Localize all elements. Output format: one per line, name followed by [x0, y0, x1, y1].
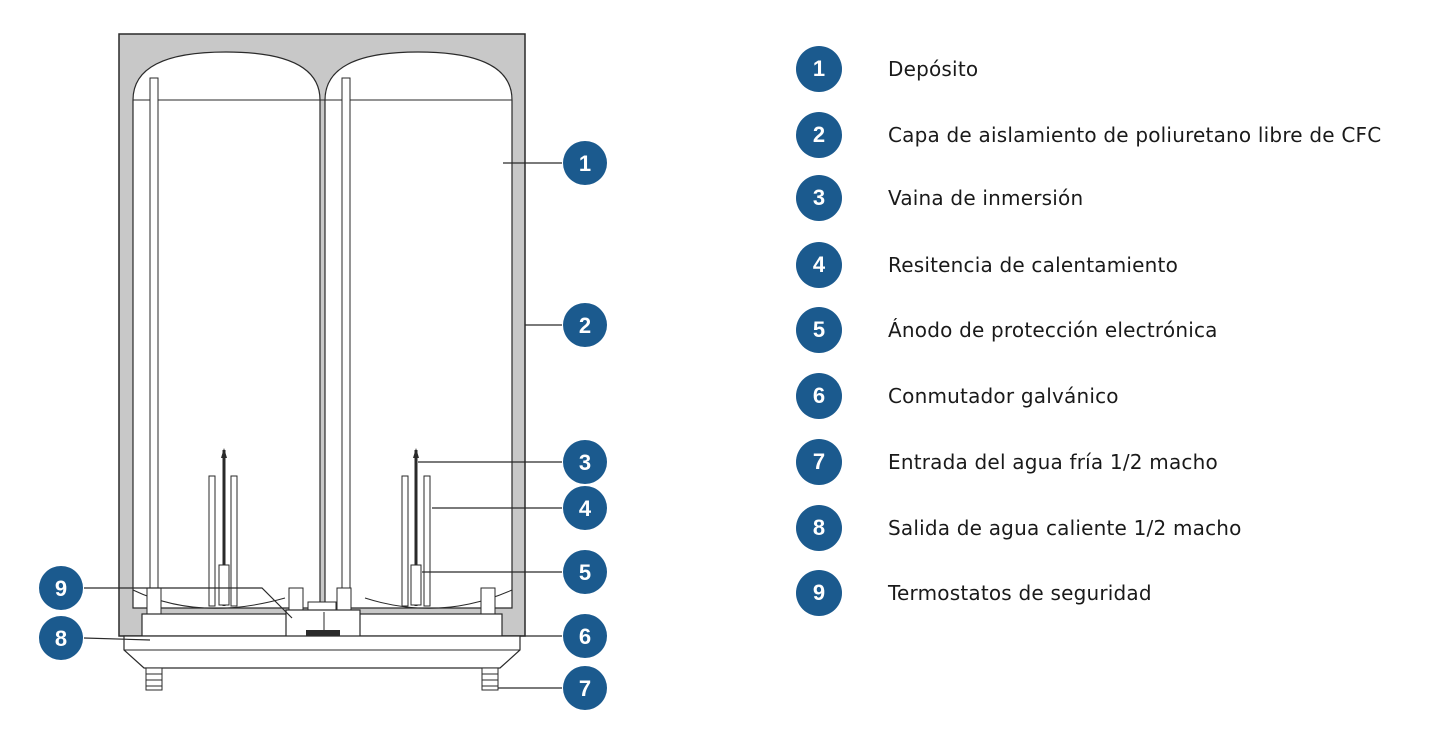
- legend-number: 8: [796, 505, 842, 551]
- svg-text:4: 4: [579, 496, 592, 521]
- legend-number: 4: [796, 242, 842, 288]
- legend-label: Capa de aislamiento de poliuretano libre…: [888, 123, 1382, 147]
- legend-item-5: 5 Ánodo de protección electrónica: [796, 307, 1218, 353]
- legend-number: 3: [796, 175, 842, 221]
- svg-text:6: 6: [579, 624, 591, 649]
- callout-badge-1: 1: [563, 141, 607, 185]
- legend-label: Termostatos de seguridad: [888, 581, 1152, 605]
- legend-item-8: 8 Salida de agua caliente 1/2 macho: [796, 505, 1242, 551]
- legend-number: 9: [796, 570, 842, 616]
- legend-number: 5: [796, 307, 842, 353]
- callout-badge-7: 7: [563, 666, 607, 710]
- callout-badge-2: 2: [563, 303, 607, 347]
- legend-number: 2: [796, 112, 842, 158]
- callout-badge-8: 8: [39, 616, 83, 660]
- legend-label: Salida de agua caliente 1/2 macho: [888, 516, 1242, 540]
- svg-text:5: 5: [579, 560, 591, 585]
- callout-badge-9: 9: [39, 566, 83, 610]
- tank-left: [132, 51, 321, 609]
- svg-text:7: 7: [579, 676, 591, 701]
- legend-label: Vaina de inmersión: [888, 186, 1084, 210]
- svg-text:8: 8: [55, 626, 67, 651]
- legend-item-7: 7 Entrada del agua fría 1/2 macho: [796, 439, 1218, 485]
- legend-number: 7: [796, 439, 842, 485]
- legend-item-1: 1 Depósito: [796, 46, 978, 92]
- legend-label: Resitencia de calentamiento: [888, 253, 1179, 277]
- callout-badge-5: 5: [563, 550, 607, 594]
- legend-number: 1: [796, 46, 842, 92]
- callout-badge-6: 6: [563, 614, 607, 658]
- legend-label: Depósito: [888, 57, 979, 81]
- legend-item-9: 9 Termostatos de seguridad: [796, 570, 1152, 616]
- svg-text:3: 3: [579, 450, 591, 475]
- tank-right: [324, 51, 513, 609]
- legend-item-4: 4 Resitencia de calentamiento: [796, 242, 1178, 288]
- callout-badge-4: 4: [563, 486, 607, 530]
- legend-label: Conmutador galvánico: [888, 384, 1119, 408]
- legend-number: 6: [796, 373, 842, 419]
- svg-text:1: 1: [579, 151, 591, 176]
- legend-label: Entrada del agua fría 1/2 macho: [888, 450, 1218, 474]
- legend-item-3: 3 Vaina de inmersión: [796, 175, 1083, 221]
- callout-badge-3: 3: [563, 440, 607, 484]
- legend-item-2: 2 Capa de aislamiento de poliuretano libr…: [796, 112, 1381, 158]
- svg-text:9: 9: [55, 576, 67, 601]
- base-cover: [123, 635, 521, 669]
- legend-label: Ánodo de protección electrónica: [888, 318, 1218, 342]
- svg-text:2: 2: [579, 313, 591, 338]
- legend-item-6: 6 Conmutador galvánico: [796, 373, 1119, 419]
